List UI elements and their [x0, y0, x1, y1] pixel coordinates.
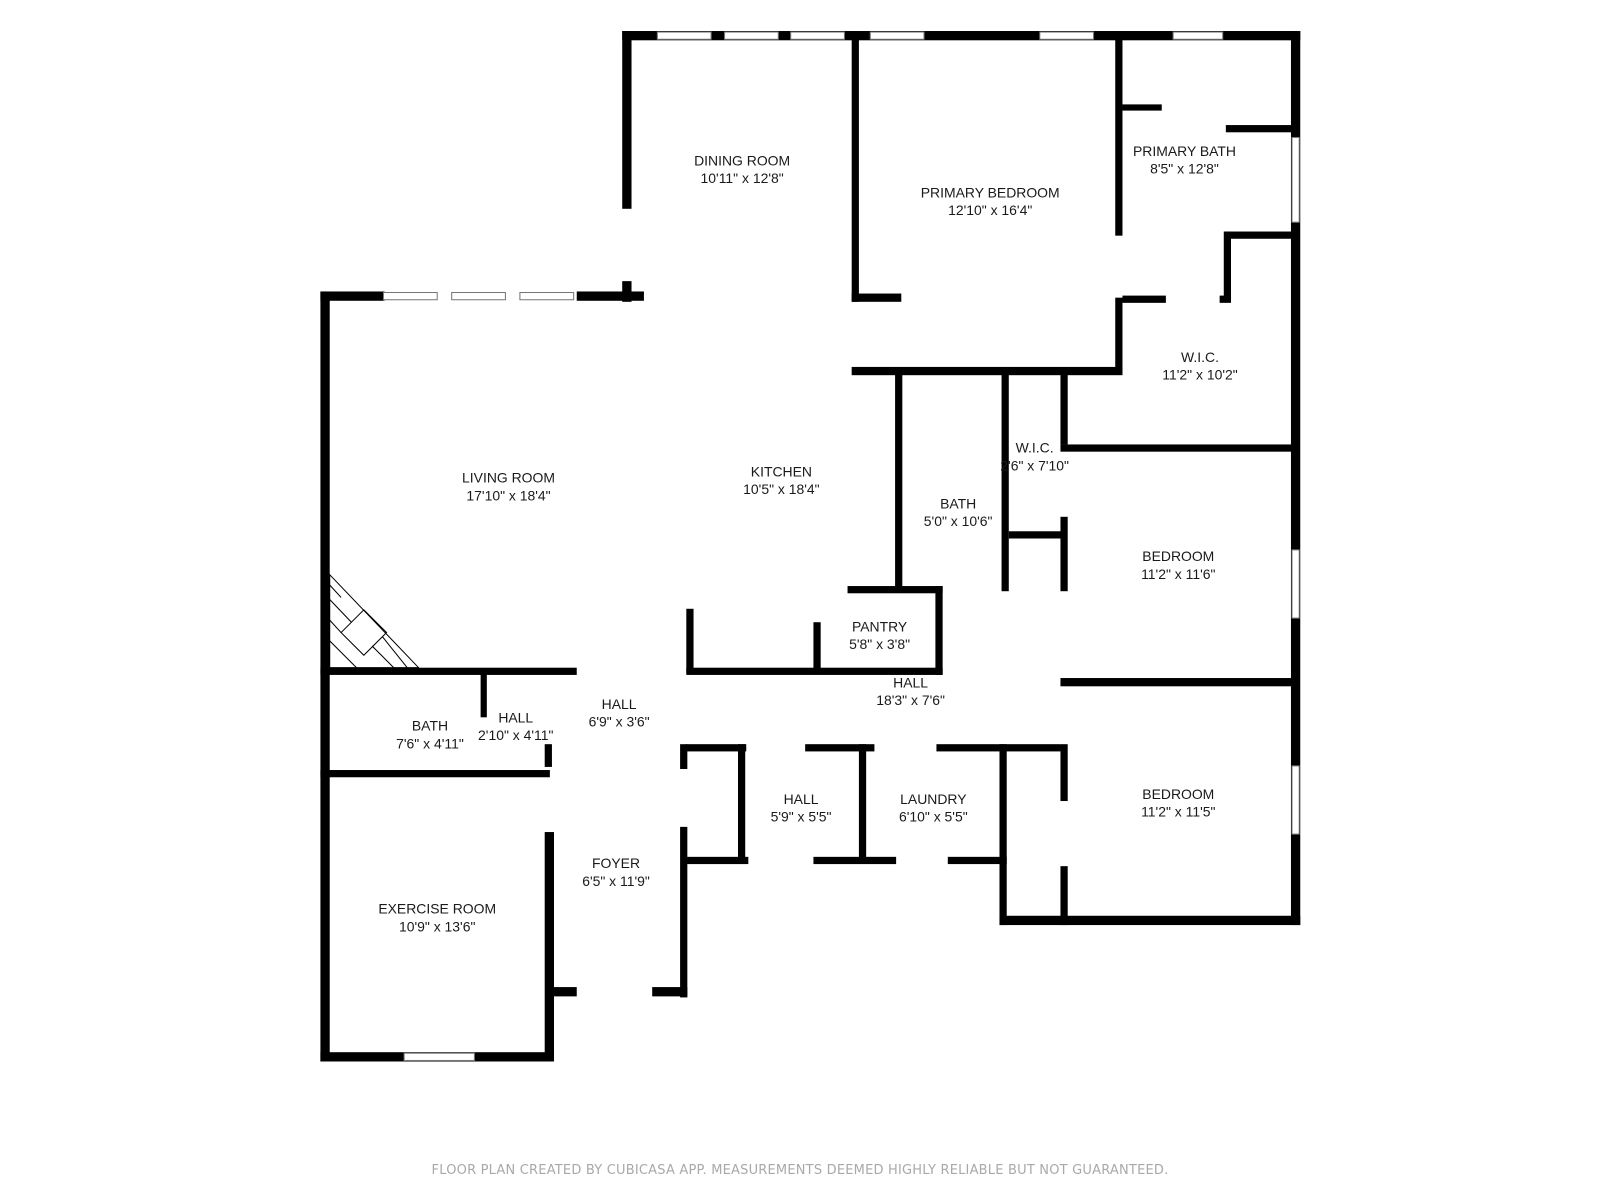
room-primary-bedroom: PRIMARY BEDROOM 12'10" x 16'4"	[921, 184, 1060, 218]
room-dimensions: 6'5" x 11'9"	[582, 873, 650, 889]
room-name: BATH	[412, 718, 448, 734]
room-dimensions: 17'10" x 18'4"	[466, 487, 550, 503]
room-dining-room: DINING ROOM 10'11" x 12'8"	[694, 152, 790, 186]
room-name: PRIMARY BEDROOM	[921, 184, 1060, 200]
room-wic-primary: W.I.C.11'2" x 10'2"	[1162, 349, 1237, 383]
room-labels: DINING ROOM 10'11" x 12'8" PRIMARY BEDROOM…	[378, 143, 1237, 934]
room-name: FOYER	[592, 855, 640, 871]
room-dimensions: 11'2" x 11'6"	[1141, 566, 1215, 582]
room-name: HALL	[602, 696, 637, 712]
room-dimensions: 7'6" x 4'11"	[396, 735, 464, 751]
room-bedroom-1: BEDROOM 11'2" x 11'6"	[1141, 548, 1215, 582]
room-name: BATH	[940, 496, 976, 512]
room-laundry: LAUNDRY 6'10" x 5'5"	[899, 791, 968, 825]
walls	[320, 31, 1301, 1062]
room-kitchen: KITCHEN 10'5" x 18'4"	[743, 463, 819, 497]
room-dimensions: 11'2" x 10'2"	[1162, 366, 1237, 382]
room-dimensions: 10'5" x 18'4"	[743, 481, 819, 497]
room-hall-tiny: HALL 2'10" x 4'11"	[478, 709, 553, 743]
room-hall-main: HALL 18'3" x 7'6"	[876, 674, 945, 708]
room-primary-bath: PRIMARY BATH 8'5" x 12'8"	[1133, 143, 1236, 177]
room-dimensions: 6'10" x 5'5"	[899, 809, 968, 825]
room-name: DINING ROOM	[694, 152, 790, 168]
room-dimensions: 12'10" x 16'4"	[948, 202, 1032, 218]
room-name: W.I.C.	[1181, 349, 1219, 365]
room-dimensions: 10'11" x 12'8"	[701, 170, 784, 186]
room-dimensions: 10'9" x 13'6"	[399, 918, 475, 934]
room-dimensions: 5'8" x 3'8"	[849, 636, 910, 652]
room-name: PRIMARY BATH	[1133, 143, 1236, 159]
room-name: BEDROOM	[1142, 786, 1214, 802]
room-dimensions: 5'9" x 5'5"	[771, 809, 832, 825]
room-dimensions: 18'3" x 7'6"	[876, 692, 945, 708]
room-dimensions: 2'6" x 7'10"	[1000, 457, 1069, 473]
room-name: KITCHEN	[751, 463, 812, 479]
room-name: HALL	[893, 674, 928, 690]
room-name: LAUNDRY	[900, 791, 966, 807]
room-name: HALL	[784, 791, 819, 807]
room-name: W.I.C.	[1016, 440, 1054, 456]
room-hall-small-left: HALL 6'9" x 3'6"	[589, 696, 650, 730]
room-dimensions: 6'9" x 3'6"	[589, 714, 650, 730]
room-dimensions: 8'5" x 12'8"	[1150, 161, 1219, 177]
room-bedroom-2: BEDROOM 11'2" x 11'5"	[1141, 786, 1215, 820]
room-dimensions: 5'0" x 10'6"	[924, 513, 993, 529]
room-name: PANTRY	[852, 619, 907, 635]
room-name: LIVING ROOM	[462, 470, 555, 486]
room-hall-bottom: HALL 5'9" x 5'5"	[771, 791, 832, 825]
fireplace-icon	[329, 573, 420, 669]
room-dimensions: 11'2" x 11'5"	[1141, 804, 1215, 820]
room-name: EXERCISE ROOM	[378, 901, 496, 917]
room-wic-small: W.I.C.2'6" x 7'10"	[1000, 440, 1069, 474]
windows	[382, 31, 1300, 1061]
floor-plan-disclaimer: FLOOR PLAN CREATED BY CUBICASA APP. MEAS…	[431, 1163, 1169, 1178]
room-foyer: FOYER 6'5" x 11'9"	[582, 855, 650, 889]
room-name: BEDROOM	[1142, 548, 1214, 564]
room-name: HALL	[498, 709, 533, 725]
room-dimensions: 2'10" x 4'11"	[478, 727, 553, 743]
